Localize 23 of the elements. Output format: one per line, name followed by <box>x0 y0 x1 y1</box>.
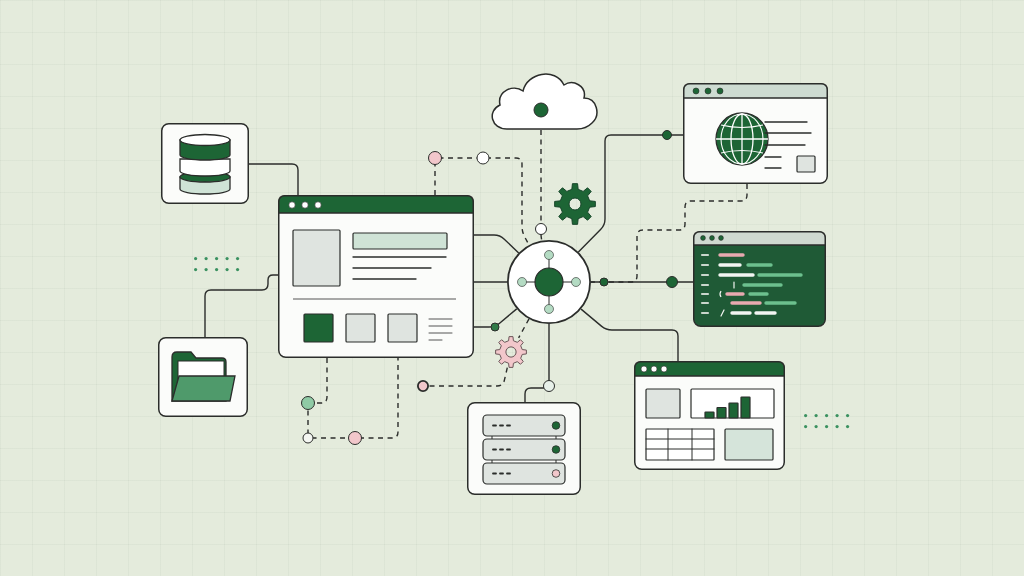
gear-icon <box>495 336 527 368</box>
connector-line <box>517 318 530 339</box>
connector-line <box>473 234 520 254</box>
connector-line <box>580 308 679 362</box>
code-editor-window <box>693 231 826 327</box>
connector-line <box>540 129 543 242</box>
folder-card <box>158 337 248 417</box>
connector-line <box>473 281 508 283</box>
server-card <box>467 402 581 495</box>
connector-line <box>473 308 518 328</box>
browser-window <box>683 83 828 184</box>
database-card <box>161 123 249 204</box>
connector-line <box>204 274 279 338</box>
endpoint-dot-icon <box>417 380 429 392</box>
hub-circle <box>507 240 591 324</box>
dashboard-window <box>634 361 785 470</box>
connector-line <box>590 281 694 283</box>
browser-window <box>278 195 474 358</box>
connector-line <box>428 366 508 387</box>
connector-line <box>577 134 684 253</box>
connector-line <box>524 323 550 403</box>
connector-line <box>248 163 299 196</box>
connector-line <box>307 357 399 439</box>
